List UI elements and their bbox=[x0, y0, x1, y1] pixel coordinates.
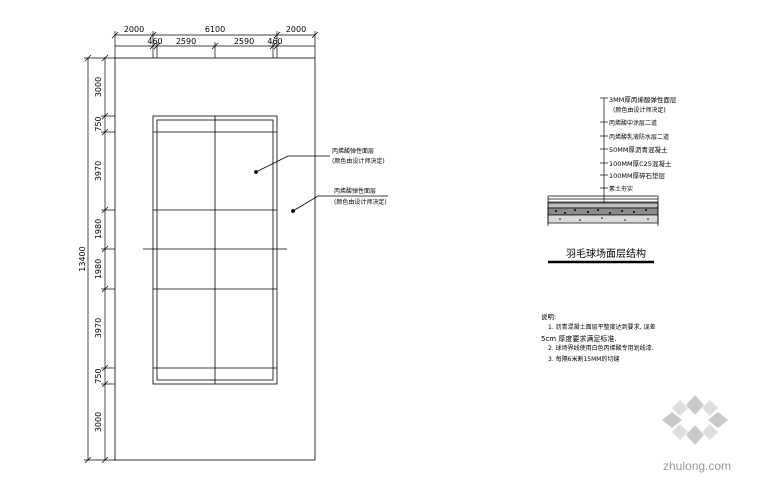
callout-court-line1: 丙烯酸弹性面层 bbox=[332, 147, 374, 155]
layer-1-note: (颜色由设计师决定) bbox=[613, 106, 666, 114]
layer-5: 100MM厚C25混凝土 bbox=[609, 159, 672, 168]
dim-left-seg-7: 750 bbox=[94, 368, 103, 383]
layer-7: 素土夯实 bbox=[609, 185, 633, 193]
dim-left-seg-8: 3000 bbox=[94, 412, 103, 432]
dim-top-right: 2000 bbox=[286, 25, 306, 34]
section-title: 羽毛球场面层结构 bbox=[566, 247, 646, 260]
left-dimensions bbox=[84, 54, 115, 464]
dim-left-seg-1: 3000 bbox=[94, 77, 103, 97]
dim-left-total: 13400 bbox=[78, 246, 87, 271]
callout-surround-line1: 丙烯酸弹性面层 bbox=[334, 187, 376, 195]
notes: 说明: 1. 沥青混凝土面层平整度达到要求, 误差 5cm 厚度要求满足标准. … bbox=[541, 312, 655, 363]
surface-section bbox=[547, 97, 659, 226]
callout-court-line2: (颜色由设计师决定) bbox=[332, 157, 385, 165]
leader-line-surround bbox=[292, 195, 388, 212]
watermark-text: zhulong.com bbox=[663, 459, 731, 473]
dim-left-seg-2: 750 bbox=[94, 116, 103, 131]
watermark-logo bbox=[662, 395, 728, 445]
note-1: 1. 沥青混凝土面层平整度达到要求, 误差 bbox=[548, 323, 655, 331]
dim-left-seg-5: 1980 bbox=[94, 259, 103, 279]
layer-2: 丙烯酸中涂层二道 bbox=[609, 119, 657, 127]
court-plan bbox=[114, 57, 388, 461]
dim-top-court: 6100 bbox=[205, 25, 225, 34]
callout-surround-line2: (颜色由设计师决定) bbox=[334, 198, 387, 206]
note-1-cont: 5cm 厚度要求满足标准. bbox=[541, 334, 617, 343]
notes-heading: 说明: bbox=[541, 312, 556, 321]
dim-left-seg-4: 1980 bbox=[94, 219, 103, 239]
layer-4: 50MM厚沥青混凝土 bbox=[609, 145, 668, 154]
dim-top-inner-2: 2590 bbox=[176, 37, 196, 46]
dim-left-seg-3: 3970 bbox=[94, 161, 103, 181]
dim-top-inner-4: 460 bbox=[267, 37, 282, 46]
leader-line-court bbox=[255, 155, 330, 173]
dim-top-left: 2000 bbox=[124, 25, 144, 34]
dim-left-seg-6: 3970 bbox=[94, 318, 103, 338]
note-3: 3. 每隔6米割15MM的切缝 bbox=[548, 355, 619, 363]
layer-6: 100MM厚碎石垫层 bbox=[609, 171, 666, 180]
dim-top-inner-1: 460 bbox=[147, 37, 162, 46]
layer-3: 丙烯酸乳液防水层二道 bbox=[609, 133, 669, 141]
callout-point-court bbox=[254, 170, 258, 174]
top-dimensions bbox=[111, 31, 319, 58]
layer-1: 3MM厚丙烯酸弹性面层 bbox=[609, 95, 677, 104]
dim-top-inner-3: 2590 bbox=[234, 37, 254, 46]
note-2: 2. 球场界线使用白色丙烯酸专用划线漆. bbox=[548, 344, 654, 352]
